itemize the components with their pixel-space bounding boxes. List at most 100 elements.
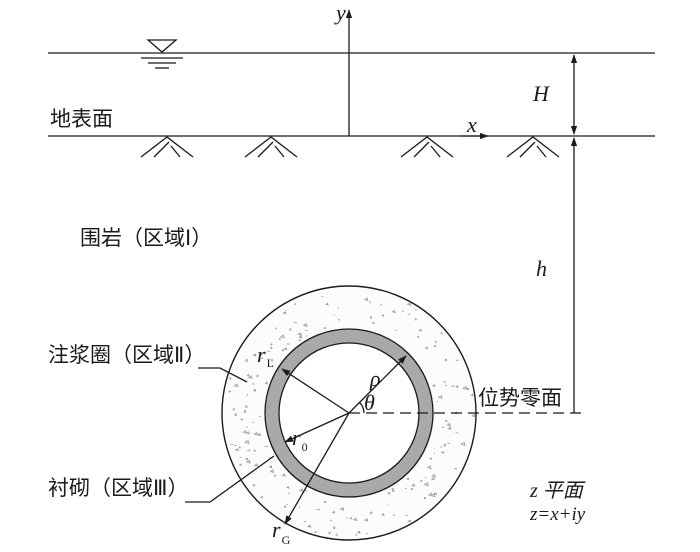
grout-speckle <box>434 492 437 496</box>
grout-speckle <box>246 373 250 377</box>
grout-speckle <box>246 426 248 428</box>
grout-speckle <box>284 505 287 508</box>
grout-speckle <box>245 359 248 362</box>
grout-speckle <box>470 393 474 397</box>
grout-speckle <box>391 488 395 491</box>
region3-label: 衬砌（区域Ⅲ） <box>48 476 188 500</box>
grout-speckle <box>323 326 327 330</box>
region3-leader <box>185 455 275 503</box>
r-L-label: rL <box>257 342 274 370</box>
grout-speckle <box>330 519 332 522</box>
grout-speckle <box>431 384 436 388</box>
grout-speckle <box>253 431 259 436</box>
grout-speckle <box>418 328 422 332</box>
grout-speckle <box>454 385 459 389</box>
rho-radius-arrow <box>348 355 407 414</box>
grout-speckle <box>229 377 232 380</box>
grout-speckle <box>228 390 231 393</box>
grout-speckle <box>240 418 244 421</box>
grout-speckle <box>338 318 340 321</box>
grout-speckle <box>393 514 395 517</box>
grout-speckle <box>460 441 466 446</box>
depth-H-label: H <box>532 81 550 106</box>
grout-speckle <box>259 358 261 361</box>
theta-label: θ <box>364 390 375 415</box>
y-axis-label: y <box>334 0 346 25</box>
grout-speckle <box>391 309 396 314</box>
grout-speckle <box>427 492 433 497</box>
grout-speckle <box>244 439 250 445</box>
grout-speckle <box>332 526 336 529</box>
grout-speckle <box>243 410 247 413</box>
region1-label: 围岩（区域Ⅰ） <box>80 226 212 250</box>
r-G-label: rG <box>272 517 291 547</box>
grout-speckle <box>288 328 292 331</box>
grout-speckle <box>355 534 358 536</box>
ground-hatch-4 <box>506 136 560 158</box>
grout-speckle <box>381 314 385 317</box>
grout-speckle <box>423 481 429 487</box>
grout-speckle <box>380 303 382 306</box>
grout-speckle <box>274 474 276 477</box>
grout-speckle <box>370 511 373 514</box>
grout-speckle <box>247 449 249 452</box>
grout-speckle <box>270 359 274 362</box>
grout-speckle <box>297 332 303 336</box>
grout-speckle <box>431 473 437 478</box>
grout-speckle <box>286 486 290 489</box>
grout-speckle <box>417 335 420 338</box>
grout-speckle <box>434 340 437 343</box>
grout-speckle <box>430 477 435 481</box>
r-0-radius-arrow <box>284 412 350 443</box>
grout-speckle <box>447 426 452 430</box>
grout-speckle <box>306 524 312 528</box>
ground-hatch-3 <box>400 136 454 158</box>
grout-speckle <box>252 353 257 357</box>
grout-speckle <box>275 327 278 330</box>
grout-speckle <box>424 346 429 350</box>
grout-speckle <box>260 495 264 499</box>
grout-speckle <box>325 302 329 306</box>
grout-speckle <box>462 385 468 390</box>
grout-speckle <box>335 533 338 536</box>
grout-speckle <box>451 384 454 388</box>
grout-speckle <box>363 297 369 302</box>
grout-speckle <box>369 301 372 303</box>
grout-speckle <box>356 530 361 534</box>
grout-speckle <box>313 530 317 534</box>
ground-hatch-2 <box>244 136 298 158</box>
grout-speckle <box>371 321 375 325</box>
grout-speckle <box>410 487 413 491</box>
grout-speckle <box>247 375 253 380</box>
r-L-radius-arrow <box>281 368 350 414</box>
grout-speckle <box>429 457 433 460</box>
r-G-radius-arrow <box>284 412 350 525</box>
grout-speckle <box>437 394 443 399</box>
grout-speckle <box>281 349 285 352</box>
grout-speckle <box>328 531 331 535</box>
grout-speckle <box>294 303 296 305</box>
grout-speckle <box>331 510 336 514</box>
grout-speckle <box>245 457 249 461</box>
grout-speckle <box>246 431 250 435</box>
ground-surface-label: 地表面 <box>50 107 113 131</box>
rho-label: ρ <box>369 366 381 391</box>
grout-speckle <box>238 446 241 449</box>
grout-speckle <box>298 338 301 342</box>
grout-speckle <box>387 491 391 495</box>
grout-speckle <box>444 419 448 423</box>
grout-speckle <box>298 335 303 339</box>
grout-speckle <box>440 332 443 335</box>
grout-speckle <box>411 483 416 487</box>
theta-arc <box>358 401 365 414</box>
grout-speckle <box>471 413 476 418</box>
grout-speckle <box>283 347 288 351</box>
grout-speckle <box>465 387 470 391</box>
grout-speckle <box>245 459 251 464</box>
grout-speckle <box>443 443 446 446</box>
depth-h-label: h <box>536 256 547 281</box>
grout-speckle <box>270 343 273 346</box>
grout-texture <box>228 296 476 536</box>
